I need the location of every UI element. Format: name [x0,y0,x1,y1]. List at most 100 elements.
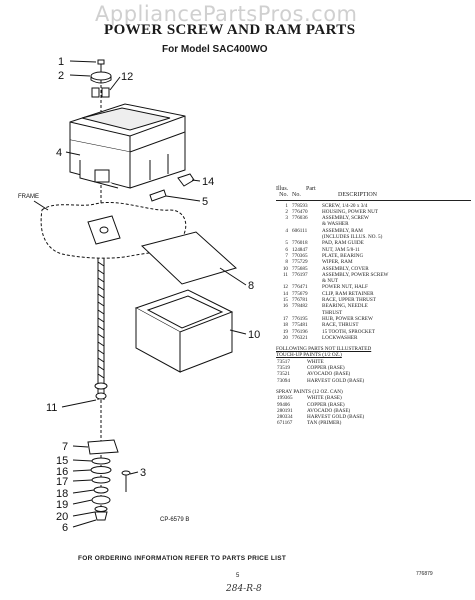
part-description: HUB, POWER SCREW [322,315,373,322]
ordering-footer: FOR ORDERING INFORMATION REFER TO PARTS … [78,555,287,562]
illus-number: 10 [282,265,288,272]
spray-paints-heading: SPRAY PAINTS (12 OZ. CAN) [276,388,343,395]
part-description: 15 TOOTH, SPROCKET [322,328,375,335]
part-number: 778593 [292,202,308,209]
page-title: POWER SCREW AND RAM PARTS [104,22,356,38]
paint-description: WHITE (BASE) [307,395,342,402]
callout-14: 14 [202,176,214,188]
screw-part-1 [97,59,105,72]
paint-description: COPPER (BASE) [307,401,345,408]
paint-part-number: 73517 [277,358,290,365]
part-description: PAD, RAM GUIDE [322,240,364,247]
paint-part-number: 199365 [277,395,293,402]
table-row: 20 776321 LOCKWASHER [276,335,471,341]
callout-11: 11 [46,402,57,414]
part-description: & WASHER [322,221,349,228]
callout-17: 17 [56,476,68,488]
part-description: SCREW, 1/4-20 x 3/4 [322,202,368,209]
callout-1: 1 [58,56,64,68]
callout-2: 2 [58,70,64,82]
illus-number: 5 [285,240,288,247]
cover-assembly-part-10 [134,289,234,373]
part-number: 776197 [292,271,308,278]
power-nut-half-part-12 [91,87,110,98]
table-row: & NUT [276,278,471,284]
callout-4: 4 [56,147,62,159]
part-description: WIPER, RAM [322,259,353,266]
list-item: 199365 WHITE (BASE) [276,395,471,401]
illus-number: 20 [282,334,288,341]
part-description: ASSEMBLY, POWER SCREW [322,271,389,278]
callout-6: 6 [62,522,68,534]
illus-number: 4 [285,227,288,234]
callout-18: 18 [56,488,68,500]
part-description: ASSEMBLY, COVER [322,265,369,272]
lower-stack-parts [87,439,119,521]
part-number: 776018 [292,240,308,247]
table-row: 17 776195 HUB, POWER SCREW [276,316,471,322]
part-number: 776321 [292,334,308,341]
header-part: Part [306,186,316,192]
part-description: HOUSING, POWER NUT [322,208,379,215]
illus-number: 17 [282,315,288,322]
ram-assembly-part-4 [69,103,186,189]
table-row: (INCLUDES ILLUS. NO. 5) [276,234,471,240]
table-row: 4 606111 ASSEMBLY, RAM [276,228,471,234]
part-description: & NUT [322,278,338,285]
header-illus: Illus. [276,186,289,192]
illus-number: 19 [282,328,288,335]
part-description: POWER NUT, HALF [322,284,368,291]
list-item: 73094 HARVEST GOLD (BASE) [276,378,471,384]
part-number: 775679 [292,290,308,297]
part-description: THRUST [322,309,343,316]
watermark: AppliancePartsPros.com [95,2,358,26]
part-number: 606111 [292,227,308,234]
paint-part-number: 280334 [277,414,293,421]
screw-washer-part-3 [121,470,131,492]
part-description: PLATE, BEARING [322,252,364,259]
table-row: & WASHER [276,221,471,227]
header-description: DESCRIPTION [338,192,378,199]
part-description: ASSEMBLY, RAM [322,227,363,234]
part-description: LOCKWASHER [322,334,358,341]
callout-8: 8 [248,280,254,292]
illus-number: 15 [282,297,288,304]
illus-number: 16 [282,303,288,310]
table-row: 1 778593 SCREW, 1/4-20 x 3/4 [276,203,471,209]
paint-description: TAN (PRIMER) [307,420,342,427]
callout-16: 16 [56,466,68,478]
callout-19: 19 [56,499,68,511]
paint-part-number: 280191 [277,407,293,414]
part-number: 770365 [292,252,308,259]
illus-number: 1 [285,202,288,209]
callout-3: 3 [140,467,146,479]
part-number: 776195 [292,315,308,322]
table-row: THRUST [276,310,471,316]
drawing-code: CP-6579 B [160,517,189,523]
paint-description: HARVEST GOLD (BASE) [307,414,365,421]
part-number: 124847 [292,246,308,253]
list-item: 280334 HARVEST GOLD (BASE) [276,414,471,420]
frame-label: FRAME [18,194,39,200]
illus-number: 3 [285,215,288,222]
ram-wiper-part-8 [141,231,237,285]
paint-description: HARVEST GOLD (BASE) [307,377,365,384]
paint-part-number: 73094 [277,377,290,384]
illus-number: 7 [285,252,288,259]
part-description: (INCLUDES ILLUS. NO. 5) [322,234,383,241]
part-description: CLIP, RAM RETAINER [322,290,374,297]
page-number: 5 [236,573,240,579]
power-screw-part-11 [94,258,108,400]
paint-description: AVOCADO (BASE) [307,407,351,414]
